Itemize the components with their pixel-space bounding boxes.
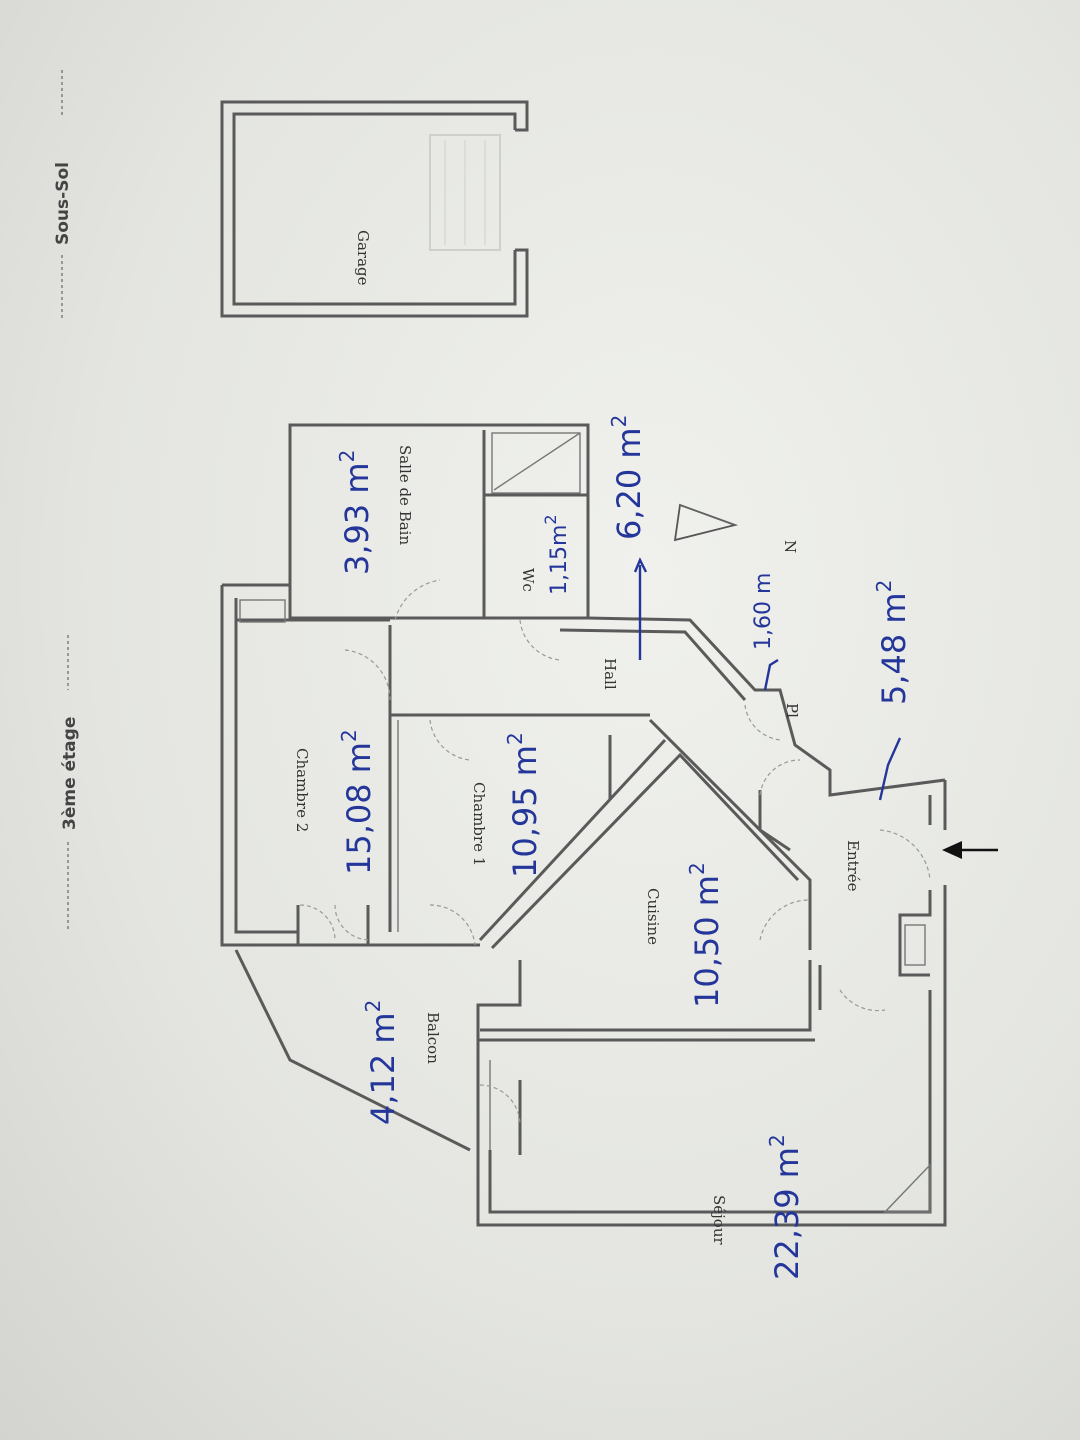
heading-sous-sol: Sous-Sol	[53, 162, 73, 245]
label-pl: Pl	[783, 703, 801, 718]
area-salle-de-bain: 3,93 m	[338, 462, 376, 575]
label-chambre-1: Chambre 1	[470, 782, 488, 866]
area-superscript: 2	[337, 729, 361, 742]
area-superscript: 2	[335, 450, 359, 463]
door-swings	[299, 579, 931, 1126]
svg-text:4,12 m2: 4,12 m2	[361, 1000, 402, 1125]
apartment-walls	[220, 423, 947, 1227]
svg-text:15,08 m2: 15,08 m2	[337, 729, 378, 875]
svg-text:6,20 m2: 6,20 m2	[607, 415, 648, 540]
area-wc: 1,15m	[547, 525, 572, 595]
label-salle-de-bain: Salle de Bain	[396, 445, 414, 545]
area-sejour: 22,39 m	[768, 1147, 806, 1280]
area-superscript: 2	[872, 580, 896, 593]
svg-text:22,39 m2: 22,39 m2	[765, 1134, 806, 1280]
compass-icon: N	[673, 503, 799, 553]
area-cuisine: 10,50 m	[688, 875, 726, 1008]
garage-plan	[220, 100, 529, 318]
area-superscript: 2	[503, 732, 527, 745]
area-chambre-2: 15,08 m	[340, 742, 378, 875]
heading-3eme-etage: 3ème étage	[60, 717, 80, 830]
label-sejour: Séjour	[710, 1195, 728, 1245]
label-balcon: Balcon	[424, 1012, 442, 1064]
entrance-arrow-icon	[942, 841, 998, 859]
svg-text:10,95 m2: 10,95 m2	[503, 732, 544, 878]
compass-label: N	[781, 540, 799, 553]
area-hall: 6,20 m	[610, 427, 648, 540]
area-balcon: 4,12 m	[364, 1012, 402, 1125]
label-hall: Hall	[601, 658, 619, 690]
area-placard: 1,60 m	[751, 573, 776, 650]
annotation-strokes	[633, 557, 902, 801]
area-superscript: 2	[541, 514, 560, 524]
area-entree: 5,48 m	[875, 592, 913, 705]
svg-text:1,15m2: 1,15m2	[541, 514, 572, 595]
label-chambre-2: Chambre 2	[293, 748, 311, 832]
svg-text:5,48 m2: 5,48 m2	[872, 580, 913, 705]
room-labels: Garage Salle de Bain Wc Chambre 2 Chambr…	[293, 230, 862, 1245]
label-wc: Wc	[519, 568, 537, 592]
area-superscript: 2	[765, 1134, 789, 1147]
area-superscript: 2	[607, 415, 631, 428]
svg-text:3,93 m2: 3,93 m2	[335, 450, 376, 575]
label-cuisine: Cuisine	[644, 888, 662, 945]
svg-text:1,60 m: 1,60 m	[751, 573, 776, 650]
label-entree: Entrée	[844, 840, 862, 892]
area-superscript: 2	[361, 1000, 385, 1013]
area-chambre-1: 10,95 m	[506, 745, 544, 878]
area-annotations: 3,93 m2 1,15m2 6,20 m2 15,08 m2 10,95 m2…	[335, 415, 913, 1280]
svg-text:10,50 m2: 10,50 m2	[685, 862, 726, 1008]
area-superscript: 2	[685, 862, 709, 875]
label-garage: Garage	[354, 230, 372, 286]
